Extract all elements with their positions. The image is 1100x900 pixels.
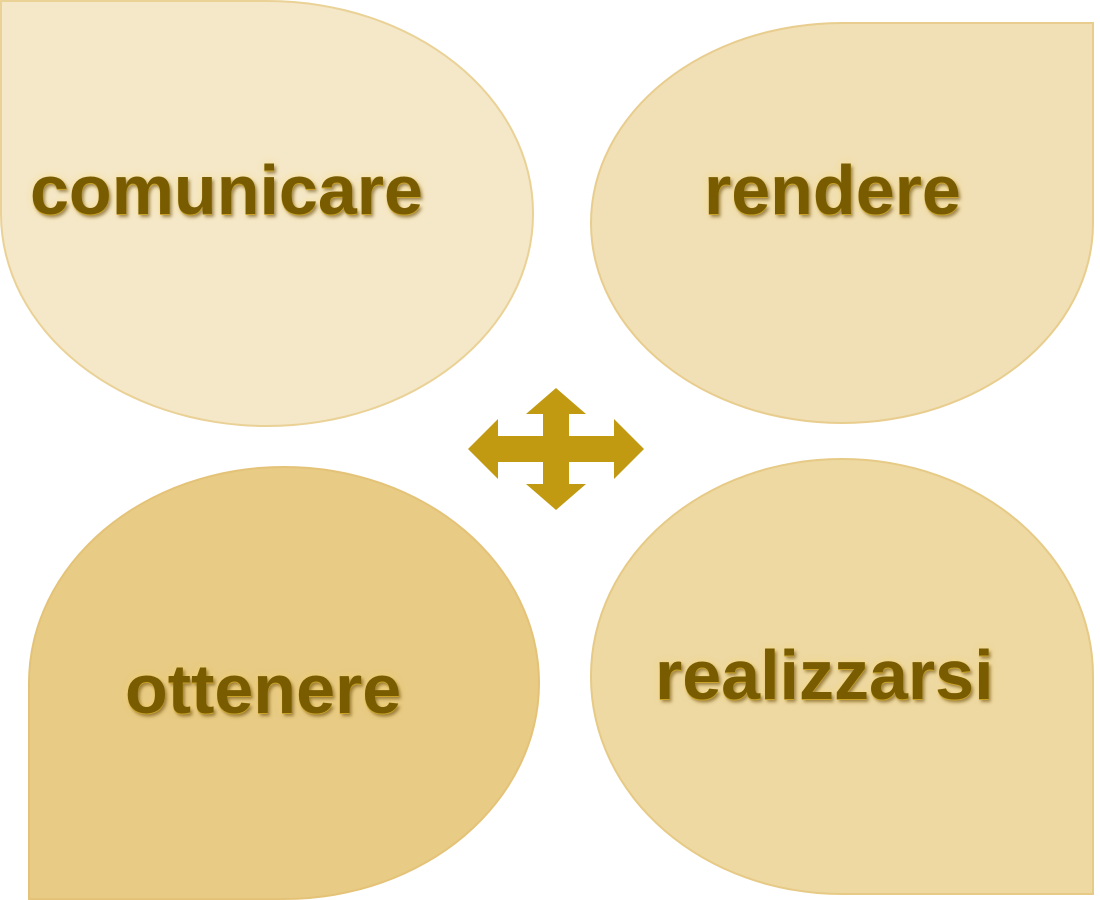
petal-top-right <box>590 22 1094 424</box>
label-comunicare: comunicare <box>30 151 423 229</box>
four-way-arrow-icon <box>468 388 644 510</box>
label-realizzarsi: realizzarsi <box>655 636 994 714</box>
label-rendere: rendere <box>704 151 961 229</box>
petal-bottom-left <box>28 466 540 900</box>
petal-top-left <box>0 0 534 427</box>
petal-bottom-right <box>590 458 1094 895</box>
label-ottenere: ottenere <box>125 650 402 728</box>
